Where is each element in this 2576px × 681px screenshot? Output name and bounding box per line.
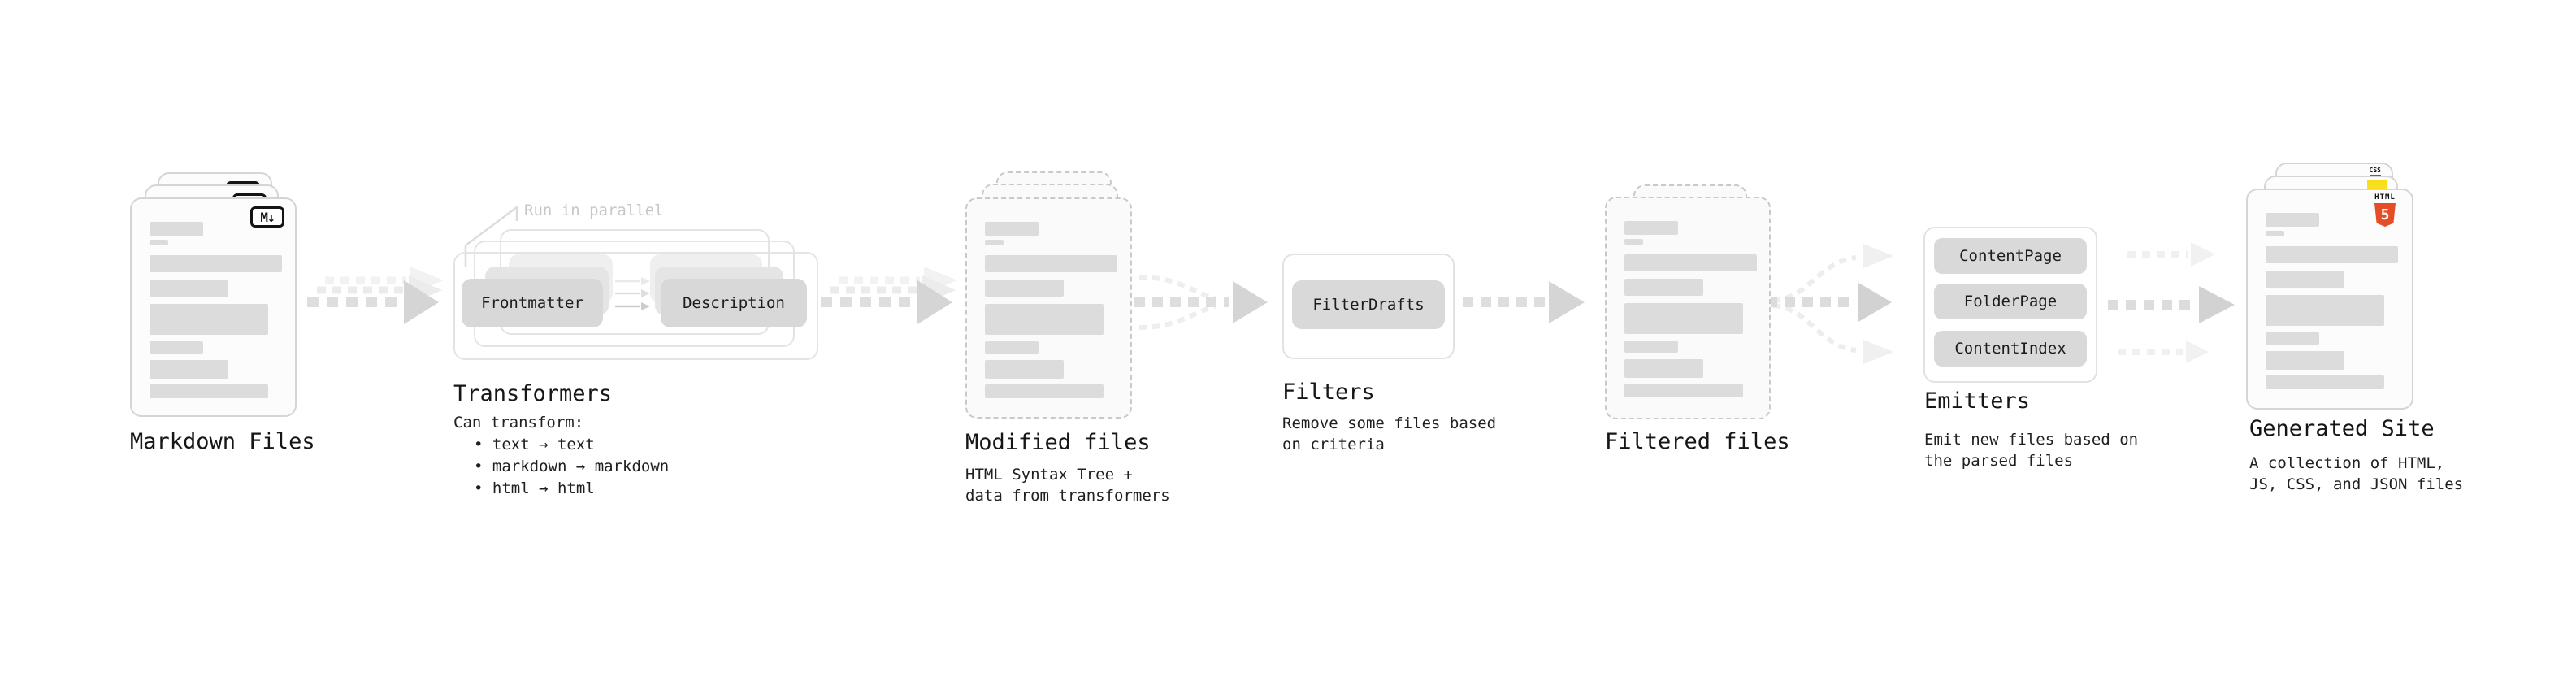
description-line: data from transformers — [965, 487, 1170, 505]
transformer-outline-front — [453, 252, 818, 360]
placeholder-text-bar — [1624, 254, 1757, 271]
placeholder-text-bar — [2266, 332, 2319, 345]
placeholder-text-bar — [2266, 271, 2344, 288]
placeholder-text-bar — [985, 255, 1117, 272]
description-line: HTML Syntax Tree + — [965, 466, 1133, 484]
description-line: Can transform: — [453, 414, 584, 432]
placeholder-text-bar — [150, 360, 228, 379]
placeholder-text-bar — [1624, 384, 1743, 397]
document-placeholder-lines — [1607, 198, 1769, 418]
description-line: the parsed files — [1924, 452, 2074, 470]
placeholder-text-bar — [2266, 246, 2398, 263]
placeholder-text-bar — [2266, 295, 2384, 326]
arrow-modified-to-filters — [1134, 275, 1268, 330]
placeholder-text-bar — [985, 280, 1064, 297]
transformers-label: Transformers — [453, 381, 613, 406]
placeholder-text-bar — [2266, 375, 2384, 389]
placeholder-text-bar — [1624, 359, 1703, 378]
filters-description: Remove some files based on criteria — [1282, 413, 1496, 455]
placeholder-text-bar — [2266, 213, 2319, 227]
document-placeholder-lines — [967, 199, 1130, 417]
placeholder-text-bar — [1624, 340, 1678, 353]
filtered-files-label: Filtered files — [1605, 429, 1790, 454]
placeholder-text-bar — [1624, 279, 1703, 296]
placeholder-text-bar — [985, 240, 1004, 245]
description-line: Remove some files based — [1282, 414, 1497, 432]
arrow-markdown-to-transformers — [307, 267, 444, 324]
generated-site-label: Generated Site — [2249, 416, 2435, 441]
file-card-front — [965, 197, 1132, 419]
placeholder-text-bar — [985, 360, 1064, 379]
html5-icon-word: HTML — [2374, 193, 2396, 202]
emitters-description: Emit new files based on the parsed files — [1924, 429, 2138, 471]
contentpage-box: ContentPage — [1934, 238, 2087, 274]
arrow-filtered-to-emitters — [1767, 244, 1893, 364]
placeholder-text-bar — [985, 341, 1039, 354]
html5-icon: HTML 5 — [2367, 193, 2403, 227]
modified-files-label: Modified files — [965, 430, 1151, 455]
placeholder-text-bar — [2266, 351, 2344, 370]
document-placeholder-lines — [2248, 190, 2412, 408]
folderpage-box: FolderPage — [1934, 284, 2087, 319]
placeholder-text-bar — [150, 240, 168, 245]
markdown-files-label: Markdown Files — [130, 429, 315, 454]
file-card-front — [1605, 197, 1771, 419]
placeholder-text-bar — [985, 384, 1104, 398]
placeholder-text-bar — [150, 255, 282, 272]
placeholder-text-bar — [985, 304, 1104, 335]
arrow-filters-to-filtered — [1463, 281, 1585, 323]
placeholder-text-bar — [2266, 231, 2284, 236]
placeholder-text-bar — [150, 304, 268, 335]
bullet-item: • markdown → markdown — [474, 458, 670, 475]
description-line: JS, CSS, and JSON files — [2249, 475, 2464, 493]
placeholder-text-bar — [1624, 303, 1743, 334]
run-in-parallel-annotation: Run in parallel — [524, 202, 664, 219]
html5-icon-shield: 5 — [2374, 203, 2396, 227]
description-line: Emit new files based on — [1924, 431, 2139, 449]
emitters-label: Emitters — [1924, 388, 2031, 414]
placeholder-text-bar — [150, 341, 203, 354]
js-icon — [2367, 180, 2387, 190]
description-line: A collection of HTML, — [2249, 454, 2445, 472]
placeholder-text-bar — [1624, 239, 1643, 245]
filterdrafts-box: FilterDrafts — [1292, 280, 1445, 329]
bullet-item: • html → html — [474, 479, 595, 497]
bullet-item: • text → text — [474, 436, 595, 453]
arrow-emitters-to-generated — [2108, 242, 2235, 363]
description-box: Description — [661, 279, 807, 327]
description-line: on criteria — [1282, 436, 1385, 453]
transformers-description: Can transform: • text → text • markdown … — [453, 412, 669, 500]
placeholder-text-bar — [150, 280, 228, 297]
placeholder-text-bar — [1624, 221, 1678, 235]
arrow-transformers-to-modified — [821, 267, 957, 324]
markdown-icon: M↓ — [250, 206, 284, 228]
filters-label: Filters — [1282, 380, 1375, 405]
file-card-front: M↓ — [130, 197, 297, 417]
document-placeholder-lines — [132, 199, 295, 415]
placeholder-text-bar — [150, 384, 268, 398]
contentindex-box: ContentIndex — [1934, 331, 2087, 367]
placeholder-text-bar — [985, 222, 1039, 236]
file-card-html: HTML 5 — [2246, 189, 2413, 410]
modified-files-description: HTML Syntax Tree + data from transformer… — [965, 464, 1170, 506]
frontmatter-box: Frontmatter — [462, 279, 603, 327]
generated-site-description: A collection of HTML, JS, CSS, and JSON … — [2249, 453, 2463, 495]
placeholder-text-bar — [150, 222, 203, 236]
